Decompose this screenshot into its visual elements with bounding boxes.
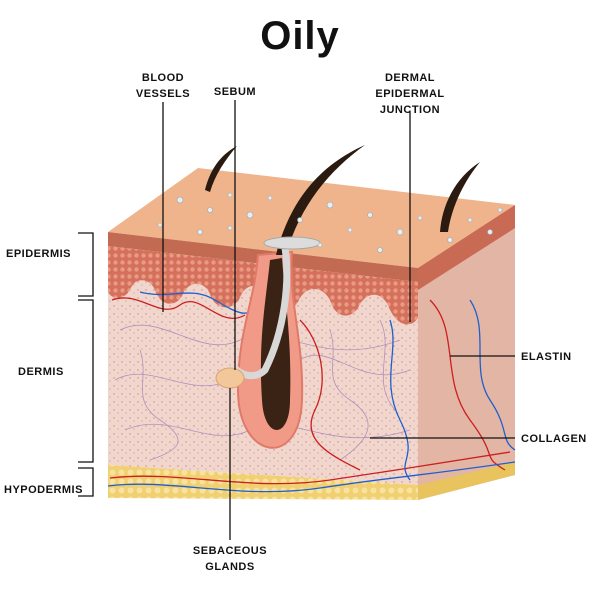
label-collagen: COLLAGEN <box>521 433 587 445</box>
sebum-pool <box>263 236 321 250</box>
skin-side-face <box>418 205 515 500</box>
sebaceous-gland <box>215 367 245 389</box>
label-hypodermis: HYPODERMIS <box>4 484 83 496</box>
diagram-title: Oily <box>260 14 340 58</box>
label-sebaceous-glands: SEBACEOUS GLANDS <box>192 545 268 573</box>
hypodermis-layer <box>108 465 418 500</box>
label-elastin: ELASTIN <box>521 351 572 363</box>
label-epidermis: EPIDERMIS <box>6 248 72 260</box>
label-dermal-epidermal-junction: DERMAL EPIDERMAL JUNCTION <box>375 72 445 116</box>
label-blood-vessels: BLOOD VESSELS <box>135 72 191 100</box>
label-sebum: SEBUM <box>213 86 257 98</box>
label-dermis: DERMIS <box>18 366 64 378</box>
skin-surface <box>108 168 515 268</box>
